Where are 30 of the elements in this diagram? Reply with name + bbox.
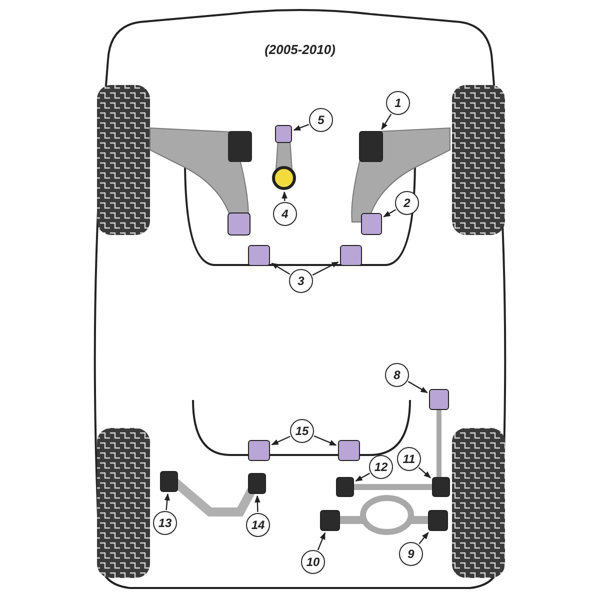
bushing (248, 245, 270, 266)
bushing (361, 213, 382, 235)
bushing (248, 473, 266, 494)
leader-arrow (254, 495, 260, 512)
bushing (248, 440, 270, 461)
leader-arrow (271, 436, 290, 446)
leader-arrow (408, 381, 428, 394)
bushing (320, 510, 340, 531)
bushing (275, 125, 292, 143)
bushing (429, 389, 449, 410)
bushing (160, 471, 178, 492)
leader-arrow (282, 191, 288, 202)
leader-arrow (381, 114, 392, 130)
leader-arrow (293, 124, 310, 131)
leader-arrow (418, 467, 432, 478)
bushing (336, 477, 354, 497)
bushing (338, 440, 360, 461)
bushing (359, 131, 383, 162)
leader-arrow (383, 209, 396, 218)
bushing (428, 510, 448, 531)
leader-arrow (418, 532, 429, 544)
leader-arrow (355, 472, 370, 482)
leader-arrow (317, 532, 326, 550)
leader-arrow (164, 493, 170, 510)
title: (2005-2010) (264, 41, 336, 59)
bushing (432, 477, 450, 497)
leader-arrow (314, 435, 337, 446)
leader-arrow (312, 261, 339, 276)
bushing (340, 245, 362, 266)
leader-arrow (271, 262, 290, 275)
